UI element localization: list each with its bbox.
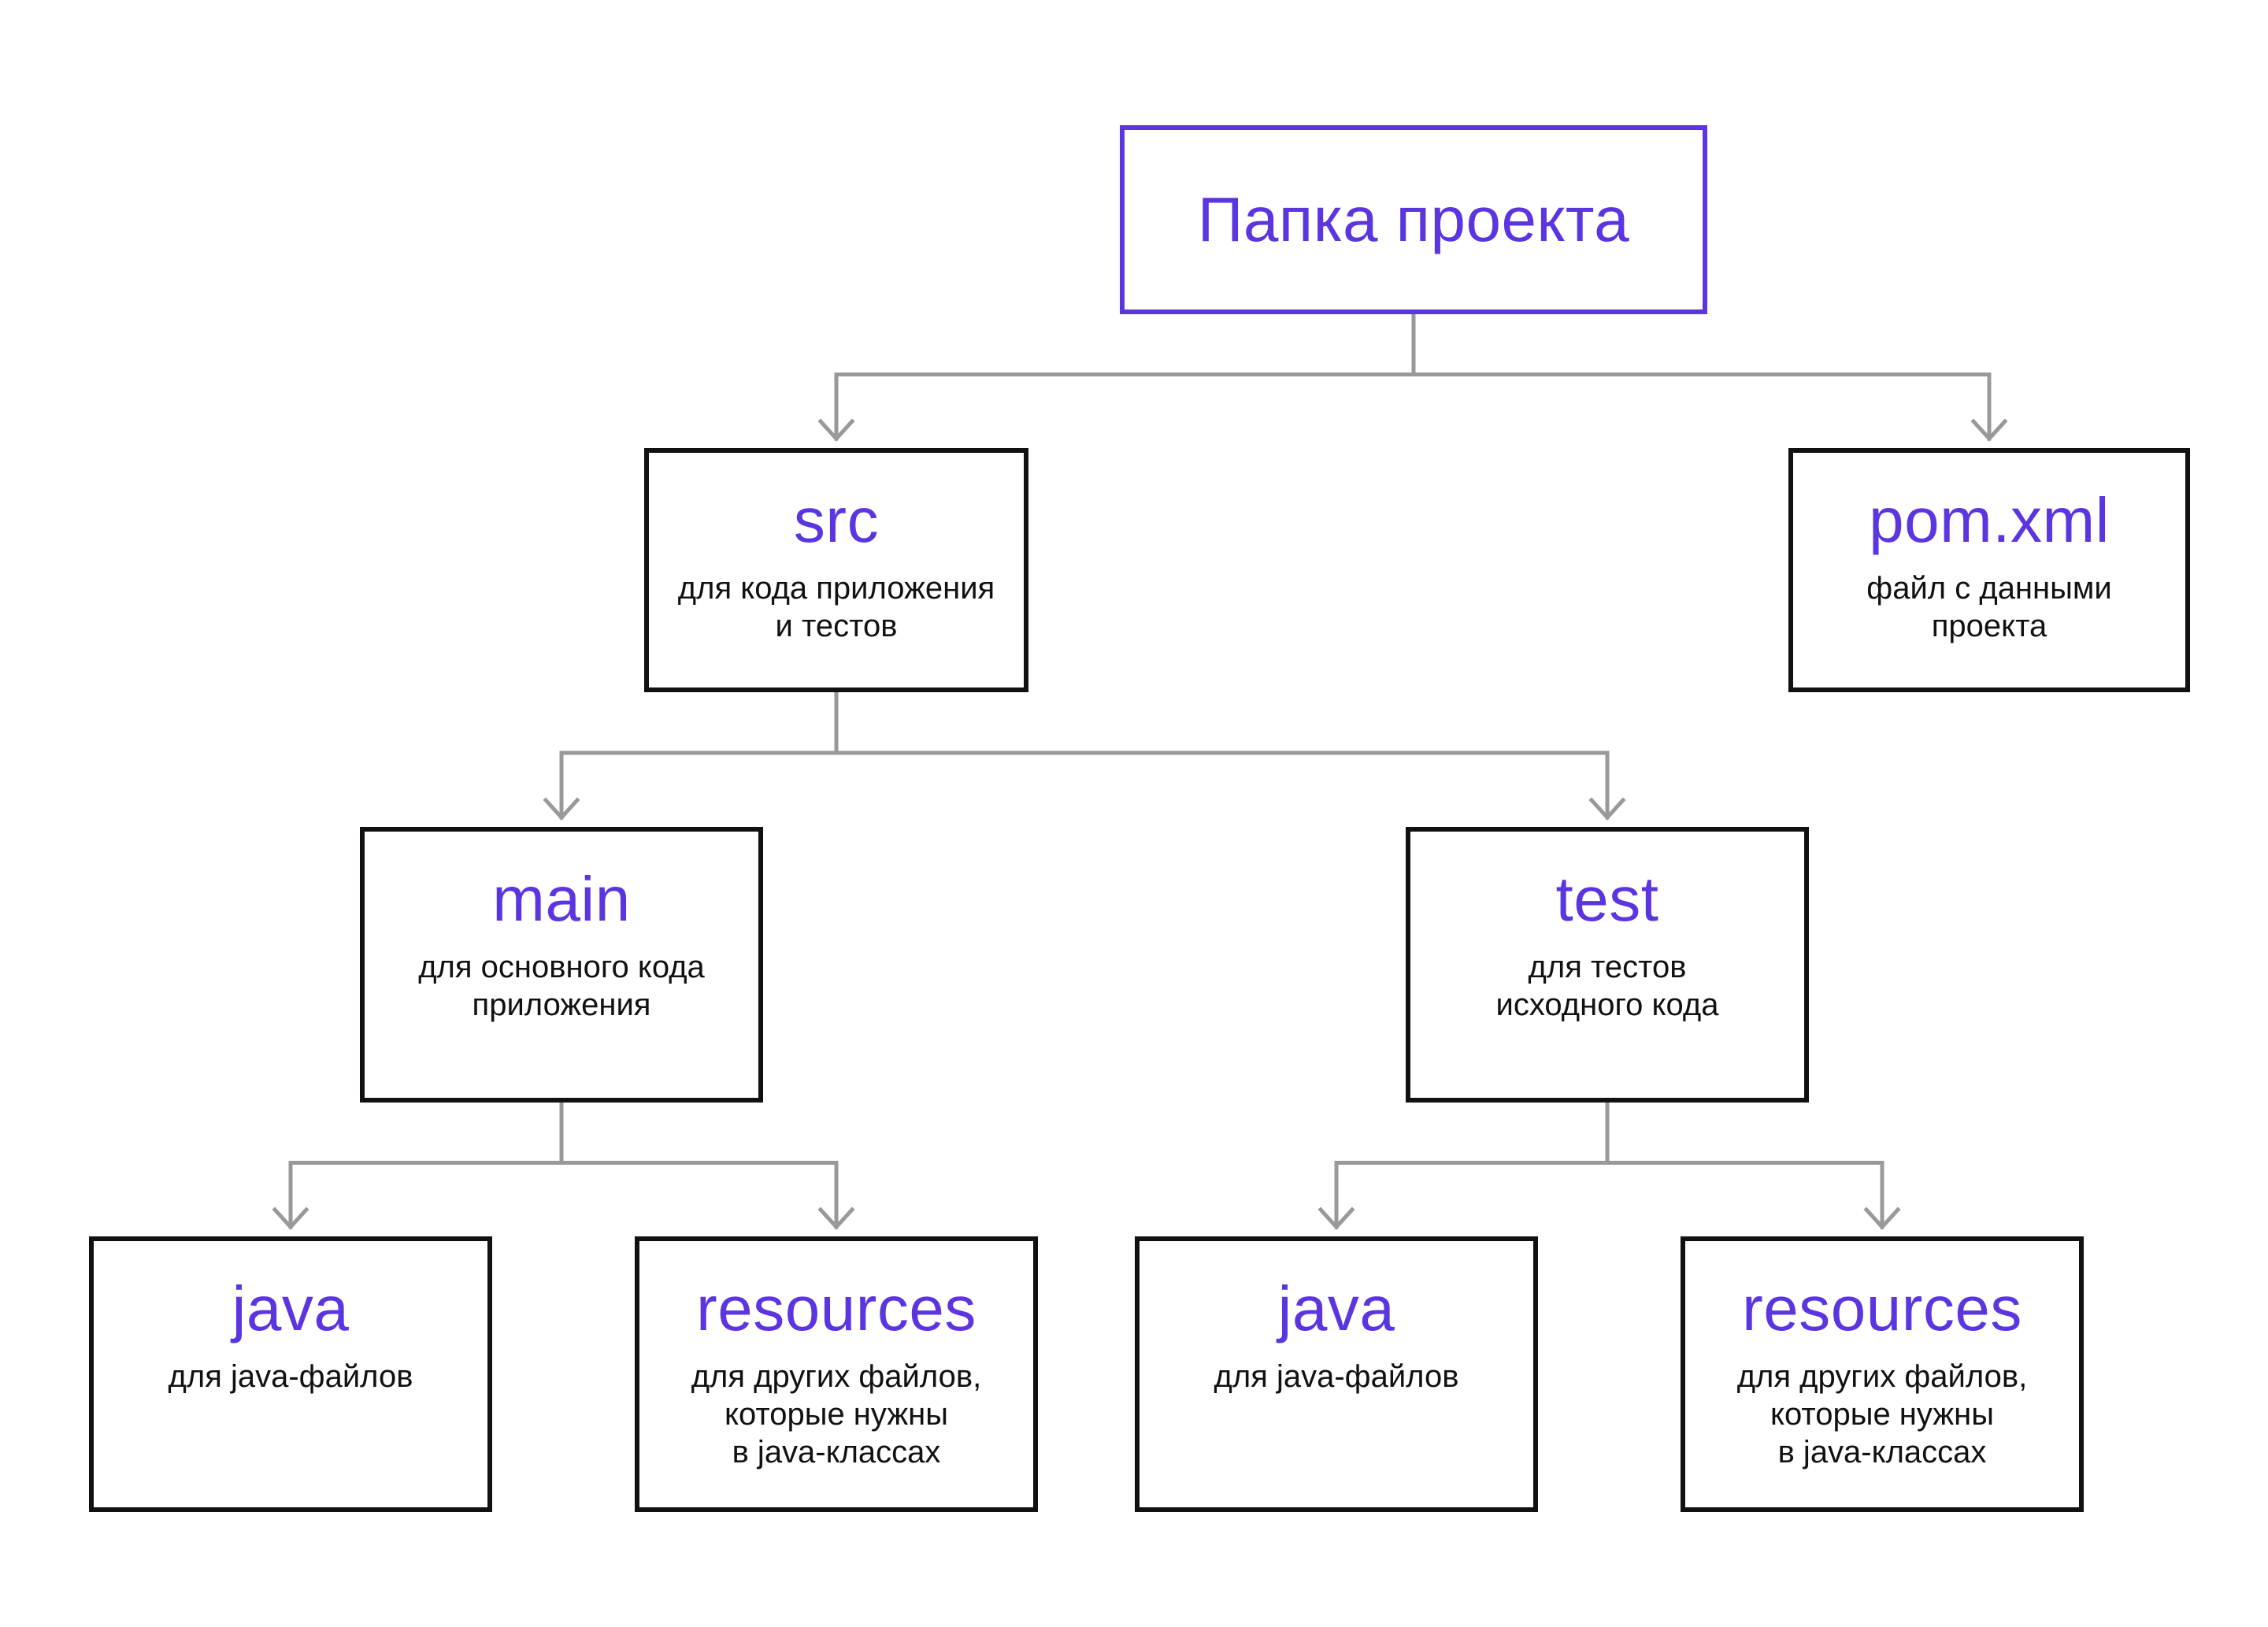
node-title: main (492, 864, 631, 934)
arrowhead-icon (1588, 797, 1626, 821)
node-pom-xml: pom.xml файл с данными проекта (1788, 448, 2190, 692)
node-title: Папка проекта (1197, 184, 1630, 254)
node-title: java (232, 1273, 350, 1343)
node-main-resources: resources для других файлов, которые нуж… (635, 1236, 1038, 1512)
node-description: для java-файлов (1214, 1359, 1459, 1394)
node-src: src для кода приложения и тестов (644, 448, 1028, 692)
node-description: для основного кода приложения (418, 950, 705, 1022)
node-description: для java-файлов (168, 1359, 413, 1394)
node-title: pom.xml (1869, 485, 2110, 555)
node-title: test (1555, 864, 1659, 934)
node-description: для других файлов, которые нужны в java-… (1736, 1359, 2028, 1469)
node-test-java: java для java-файлов (1135, 1236, 1538, 1512)
node-test-resources: resources для других файлов, которые нуж… (1681, 1236, 2084, 1512)
node-main: main для основного кода приложения (360, 827, 763, 1103)
node-main-java: java для java-файлов (89, 1236, 492, 1512)
arrowhead-icon (1863, 1206, 1901, 1230)
node-description: для кода приложения и тестов (677, 571, 995, 643)
node-project-folder: Папка проекта (1120, 125, 1707, 314)
arrowhead-icon (817, 418, 855, 442)
arrowhead-icon (272, 1206, 309, 1230)
arrowhead-icon (1970, 418, 2008, 442)
arrowhead-icon (543, 797, 580, 821)
arrowhead-icon (817, 1206, 855, 1230)
node-title: resources (1742, 1273, 2022, 1343)
node-description: для других файлов, которые нужны в java-… (691, 1359, 982, 1469)
node-description: файл с данными проекта (1866, 571, 2112, 643)
node-description: для тестов исходного кода (1495, 950, 1719, 1022)
node-title: java (1277, 1273, 1395, 1343)
arrowhead-icon (1317, 1206, 1355, 1230)
node-title: src (793, 485, 880, 555)
node-test: test для тестов исходного кода (1406, 827, 1809, 1103)
node-title: resources (696, 1273, 976, 1343)
